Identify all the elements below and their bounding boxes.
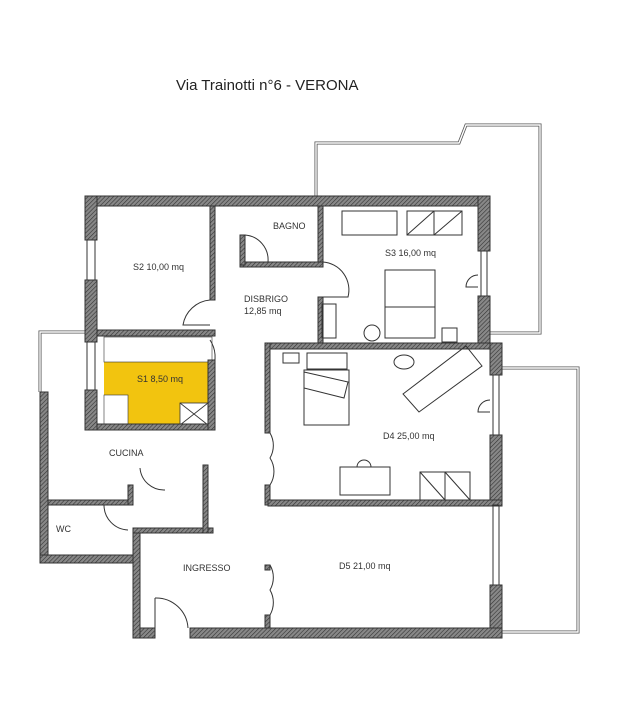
desk-s3 xyxy=(341,210,398,236)
room-label-bagno: BAGNO xyxy=(273,221,306,231)
balcony-right xyxy=(502,366,580,634)
room-label-wc: WC xyxy=(56,524,71,534)
bathtub xyxy=(103,394,129,426)
vanity xyxy=(103,336,213,363)
furniture xyxy=(282,210,483,501)
balcony-left xyxy=(38,330,85,392)
room-label-d4: D4 25,00 mq xyxy=(383,431,435,441)
balcony-top-right xyxy=(314,123,542,335)
room-label-d5: D5 21,00 mq xyxy=(339,561,391,571)
room-area-disbrigo: 12,85 mq xyxy=(244,306,282,316)
bed-d4 xyxy=(303,369,350,426)
desk-d4-2 xyxy=(339,466,391,496)
room-label-s2: S2 10,00 mq xyxy=(133,262,184,272)
room-label-s3: S3 16,00 mq xyxy=(385,248,436,258)
walls xyxy=(39,195,503,639)
room-label-s1: S1 8,50 mq xyxy=(137,374,183,384)
doors xyxy=(103,234,491,629)
windows xyxy=(86,239,500,586)
desk-d4 xyxy=(402,345,483,413)
room-label-cucina: CUCINA xyxy=(109,448,144,458)
room-label-disbrigo: DISBRIGO xyxy=(244,294,288,304)
room-label-ingresso: INGRESSO xyxy=(183,563,231,573)
bed-s3 xyxy=(384,269,436,339)
plan-title: Via Trainotti n°6 - VERONA xyxy=(176,77,359,94)
